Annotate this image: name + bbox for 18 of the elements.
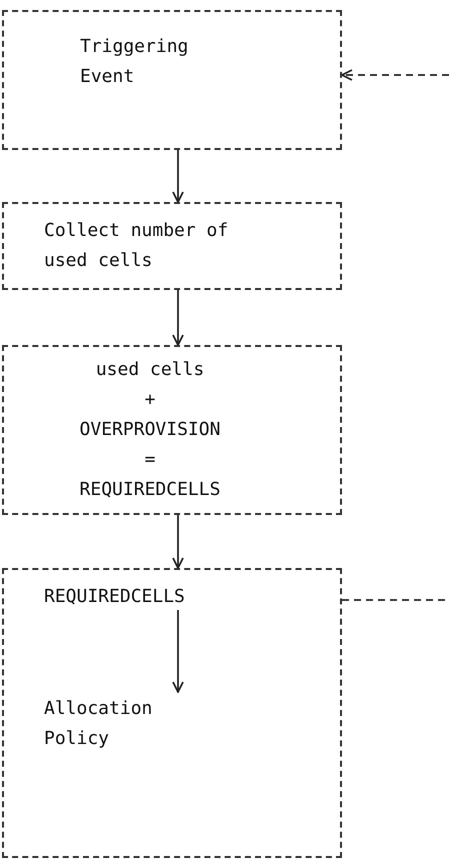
node-text: Allocation Policy (44, 697, 154, 751)
arrow (172, 515, 184, 569)
arrow (172, 290, 184, 346)
arrow (172, 610, 184, 693)
node-text: OVERPROVISION (78, 418, 222, 442)
process-box (2, 345, 342, 515)
arrow (172, 150, 184, 203)
node-text: Collect number of used cells (44, 219, 230, 273)
process-box (2, 202, 342, 290)
process-box (2, 568, 342, 858)
node-text: Triggering Event (80, 35, 190, 89)
process-box (2, 10, 342, 150)
node-text: + (144, 388, 156, 412)
node-text: REQUIREDCELLS (44, 585, 186, 609)
arrow (341, 69, 449, 81)
node-text: REQUIREDCELLS (78, 478, 222, 502)
node-text: = (144, 448, 156, 472)
node-text: used cells (94, 358, 206, 382)
